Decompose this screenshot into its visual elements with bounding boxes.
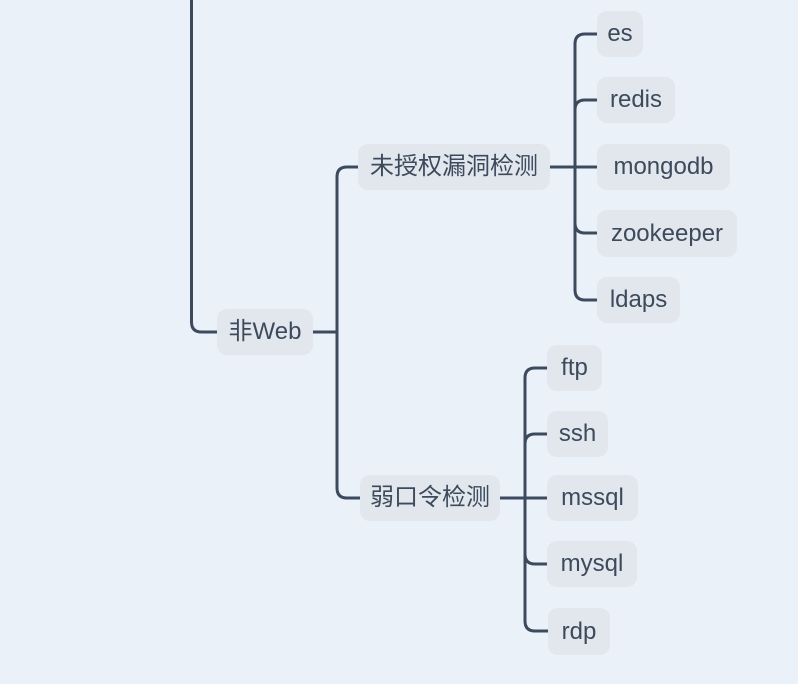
edge-parent-to-root	[190, 0, 220, 334]
node-mysql[interactable]: mysql	[547, 541, 637, 587]
node-es[interactable]: es	[597, 11, 643, 57]
node-root[interactable]: 非Web	[217, 309, 313, 355]
node-ftp[interactable]: ftp	[547, 345, 602, 391]
node-branch-weak-password-detect[interactable]: 弱口令检测	[360, 475, 500, 521]
edge-branch1-trunk	[573, 32, 600, 302]
edge-trunk-branches	[335, 165, 363, 500]
edge-branch1-to-redis	[573, 98, 600, 112]
node-zookeeper[interactable]: zookeeper	[597, 210, 737, 257]
node-branch-unauthorized-vuln-detect[interactable]: 未授权漏洞检测	[358, 144, 550, 190]
node-mssql[interactable]: mssql	[547, 475, 638, 521]
node-mongodb[interactable]: mongodb	[597, 144, 730, 190]
edge-branch2-to-mysql	[523, 552, 550, 566]
edge-branch2-to-ssh	[523, 432, 550, 446]
edge-branch2-trunk	[523, 366, 550, 633]
node-rdp[interactable]: rdp	[548, 608, 610, 655]
node-redis[interactable]: redis	[597, 77, 675, 123]
node-ssh[interactable]: ssh	[547, 411, 608, 457]
node-ldaps[interactable]: ldaps	[597, 277, 680, 323]
edge-branch1-to-zookeeper	[573, 221, 600, 235]
